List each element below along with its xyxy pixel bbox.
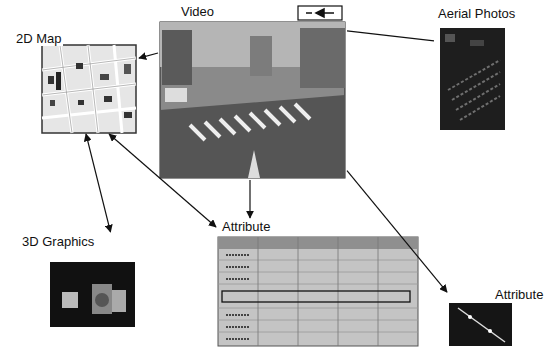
image-panel: Video bbox=[158, 3, 347, 180]
panel-caption: Attribute bbox=[221, 219, 271, 234]
image-panel: Attribute bbox=[447, 286, 554, 348]
panel-caption: Aerial Photos bbox=[437, 6, 516, 21]
panel-caption: 2D Map bbox=[15, 31, 63, 46]
map-picture bbox=[42, 45, 136, 133]
image-panel: 3D Graphics bbox=[18, 232, 137, 329]
link-arrow bbox=[139, 53, 158, 58]
aerial-picture bbox=[440, 28, 505, 130]
link-arrow bbox=[347, 31, 434, 41]
image-panel: Aerial Photos bbox=[434, 4, 524, 132]
link-arrow bbox=[249, 180, 250, 218]
link-arrow bbox=[347, 171, 447, 293]
image-panel: Attribute bbox=[216, 218, 420, 348]
video-picture bbox=[160, 6, 345, 178]
panel-caption: Attribute bbox=[494, 287, 544, 302]
graphics-picture bbox=[50, 262, 135, 327]
panel-caption: 3D Graphics bbox=[21, 234, 95, 249]
table-picture bbox=[218, 237, 418, 346]
attribute-picture bbox=[449, 303, 512, 346]
link-arrow bbox=[109, 134, 216, 227]
image-panel: 2D Map bbox=[12, 29, 139, 134]
link-arrow bbox=[86, 134, 111, 232]
panel-caption: Video bbox=[180, 4, 215, 19]
